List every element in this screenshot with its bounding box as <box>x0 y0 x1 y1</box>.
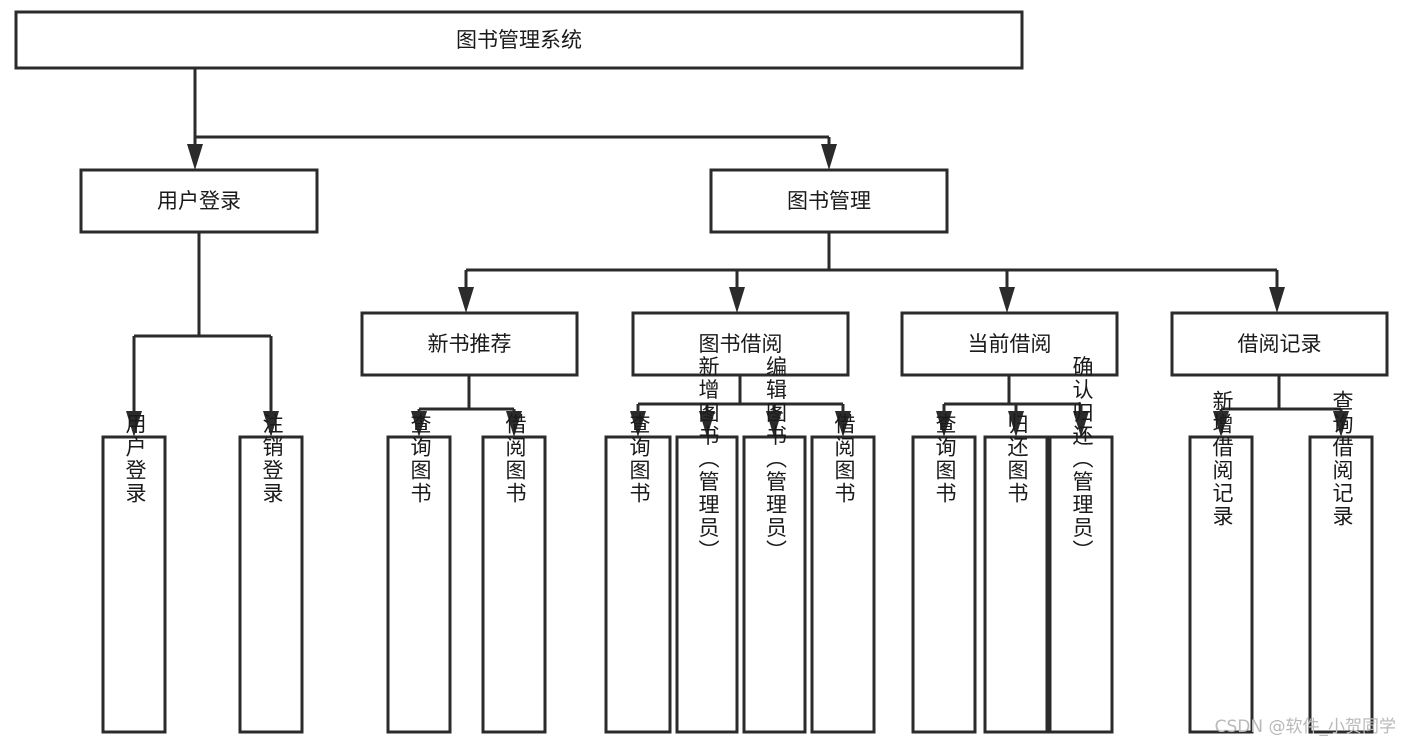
node-label: 借阅图书 <box>503 413 527 505</box>
submodule-node-current-borrow[interactable]: 当前借阅 <box>900 311 1119 377</box>
arrow-head-icon <box>1333 411 1349 437</box>
node-box[interactable] <box>1170 311 1389 377</box>
node-box[interactable] <box>360 311 579 377</box>
node-layer: 图书管理系统用户登录图书管理新书推荐图书借阅当前借阅借阅记录用户登录注销登录查询… <box>14 10 1389 734</box>
function-node-leaf-add-record[interactable]: 新增借阅记录 <box>1188 390 1254 734</box>
connector-group-current-to-leaves <box>936 375 1089 437</box>
node-label: 编辑图书（管理员） <box>764 356 788 563</box>
node-box[interactable] <box>983 435 1049 734</box>
function-node-leaf-return-book[interactable]: 归还图书 <box>983 413 1049 734</box>
arrow-head-icon <box>699 411 715 437</box>
node-box[interactable] <box>604 435 672 734</box>
arrow-head-icon <box>506 411 522 437</box>
arrow-head-icon <box>729 287 745 313</box>
node-label: 用户登录 <box>157 189 241 213</box>
connector-group-bookmanage-to-level2 <box>458 232 1285 313</box>
node-label: 图书管理 <box>787 189 871 213</box>
node-label: 归还图书 <box>1005 413 1029 505</box>
node-label: 借阅图书 <box>832 413 856 505</box>
node-box[interactable] <box>1188 435 1254 734</box>
connector-group-borrow-to-leaves <box>630 375 851 437</box>
arrow-head-icon <box>126 411 142 437</box>
arrow-head-icon <box>835 411 851 437</box>
function-node-leaf-user-login[interactable]: 用户登录 <box>101 413 167 734</box>
arrow-head-icon <box>1213 411 1229 437</box>
node-label: 确认归还（管理员） <box>1070 356 1094 563</box>
function-node-leaf-query-book-3[interactable]: 查询图书 <box>911 413 977 734</box>
arrow-head-icon <box>458 287 474 313</box>
function-node-leaf-logout[interactable]: 注销登录 <box>238 413 304 734</box>
node-label: 查询图书 <box>408 413 432 505</box>
connector-group-userlogin-to-leaves <box>126 232 279 437</box>
node-label: 图书管理系统 <box>456 28 582 52</box>
node-box[interactable] <box>238 435 304 734</box>
arrow-head-icon <box>187 144 203 170</box>
arrow-head-icon <box>411 411 427 437</box>
submodule-node-book-borrow[interactable]: 图书借阅 <box>631 311 850 377</box>
node-label: 查询借阅记录 <box>1330 390 1354 528</box>
node-box[interactable] <box>810 435 876 734</box>
node-box[interactable] <box>631 311 850 377</box>
node-label: 新增图书（管理员） <box>696 356 720 563</box>
submodule-node-new-book-recommend[interactable]: 新书推荐 <box>360 311 579 377</box>
function-node-leaf-query-record[interactable]: 查询借阅记录 <box>1308 390 1374 734</box>
function-node-leaf-query-book-1[interactable]: 查询图书 <box>386 413 452 734</box>
node-box[interactable] <box>911 435 977 734</box>
node-box[interactable] <box>79 168 319 234</box>
node-box[interactable] <box>101 435 167 734</box>
node-label: 当前借阅 <box>968 332 1052 356</box>
node-box[interactable] <box>900 311 1119 377</box>
node-box[interactable] <box>1048 435 1114 734</box>
node-box[interactable] <box>742 435 807 734</box>
arrow-head-icon <box>999 287 1015 313</box>
node-box[interactable] <box>1308 435 1374 734</box>
node-box[interactable] <box>709 168 949 234</box>
arrow-head-icon <box>630 411 646 437</box>
csdn-watermark: CSDN @软件_小贺同学 <box>1215 717 1396 737</box>
module-node-user-login[interactable]: 用户登录 <box>79 168 319 234</box>
arrow-head-icon <box>821 144 837 170</box>
node-label: 查询图书 <box>627 413 651 505</box>
submodule-node-borrow-record[interactable]: 借阅记录 <box>1170 311 1389 377</box>
module-node-book-manage[interactable]: 图书管理 <box>709 168 949 234</box>
function-node-leaf-edit-book[interactable]: 编辑图书（管理员） <box>742 356 807 734</box>
node-label: 新书推荐 <box>428 332 512 356</box>
arrow-head-icon <box>936 411 952 437</box>
node-label: 用户登录 <box>123 413 147 505</box>
node-label: 注销登录 <box>260 413 284 505</box>
connector-group-root-to-level1 <box>187 68 837 170</box>
function-node-leaf-borrow-book-1[interactable]: 借阅图书 <box>481 413 547 734</box>
node-box[interactable] <box>675 435 739 734</box>
arrow-head-icon <box>1269 287 1285 313</box>
arrow-head-icon <box>263 411 279 437</box>
connector-group-recommend-to-leaves <box>411 375 522 437</box>
node-box[interactable] <box>386 435 452 734</box>
arrow-head-icon <box>1008 411 1024 437</box>
function-node-leaf-borrow-book-2[interactable]: 借阅图书 <box>810 413 876 734</box>
connector-layer <box>126 68 1349 437</box>
node-box[interactable] <box>14 10 1024 70</box>
root-node-root[interactable]: 图书管理系统 <box>14 10 1024 70</box>
arrow-head-icon <box>1073 411 1089 437</box>
function-node-leaf-query-book-2[interactable]: 查询图书 <box>604 413 672 734</box>
function-node-leaf-confirm-return[interactable]: 确认归还（管理员） <box>1048 356 1114 734</box>
arrow-head-icon <box>766 411 782 437</box>
node-label: 新增借阅记录 <box>1210 390 1234 528</box>
node-label: 图书借阅 <box>699 332 783 356</box>
connector-group-record-to-leaves <box>1213 375 1349 437</box>
node-label: 查询图书 <box>933 413 957 505</box>
node-box[interactable] <box>481 435 547 734</box>
node-label: 借阅记录 <box>1238 332 1322 356</box>
function-node-leaf-add-book[interactable]: 新增图书（管理员） <box>675 356 739 734</box>
